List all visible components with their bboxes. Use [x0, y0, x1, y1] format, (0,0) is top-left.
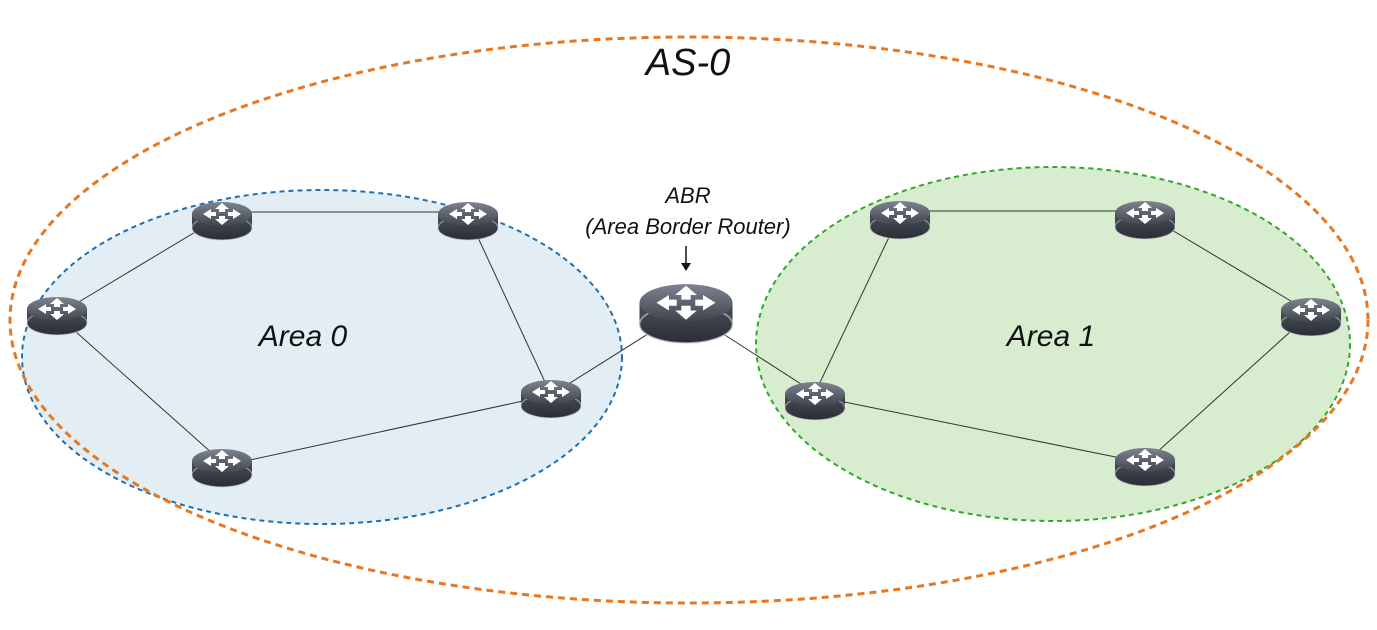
router-icon[interactable]: [1114, 200, 1176, 240]
as-boundary: [8, 35, 1370, 605]
area-1-region: [755, 166, 1351, 522]
router-icon[interactable]: [1280, 297, 1342, 337]
router-icon[interactable]: [1114, 447, 1176, 487]
abr-subtitle: (Area Border Router): [585, 214, 790, 239]
link: [814, 395, 1146, 464]
router-icon[interactable]: [784, 381, 846, 421]
abr-title: ABR: [663, 183, 710, 208]
abr-router-icon[interactable]: [638, 283, 734, 344]
area-0-label: Area 0: [257, 320, 348, 353]
router-icon[interactable]: [520, 379, 582, 419]
area-0-region: [21, 189, 623, 525]
link: [1144, 312, 1312, 464]
router-icon[interactable]: [26, 296, 88, 336]
link: [467, 215, 552, 396]
link: [221, 394, 552, 467]
area-1-label: Area 1: [1005, 320, 1095, 353]
link: [56, 314, 223, 463]
router-icon[interactable]: [437, 201, 499, 241]
router-icon[interactable]: [869, 200, 931, 240]
abr-pointer-arrow: [681, 246, 691, 271]
link: [814, 213, 901, 394]
router-icon[interactable]: [191, 201, 253, 241]
as-label: AS-0: [644, 42, 730, 84]
router-icon[interactable]: [191, 448, 253, 488]
